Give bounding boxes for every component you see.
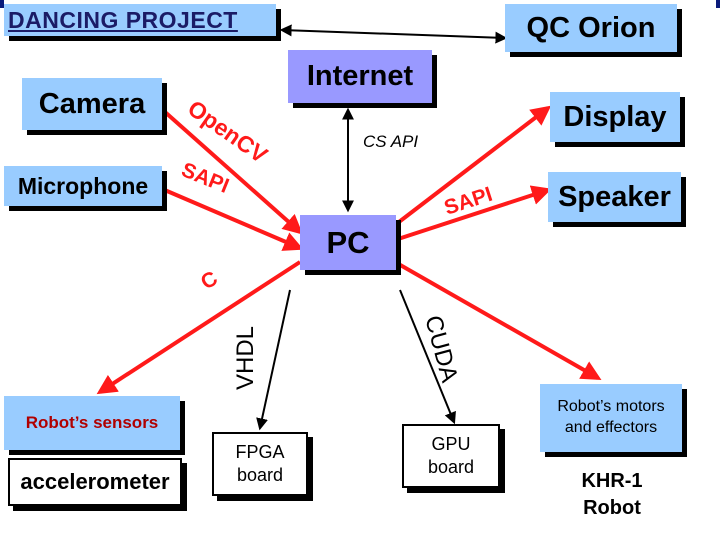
internet-box: Internet <box>288 50 432 103</box>
arrow-microphone-pc <box>159 186 304 251</box>
gpu-board-label: GPU board <box>427 433 475 477</box>
robot-motors-label: Robot’s motors and effectors <box>557 398 665 436</box>
arrow-camera-pc <box>163 110 303 235</box>
edge-label-opencv: OpenCV <box>183 95 273 169</box>
microphone-label: Microphone <box>17 172 149 199</box>
accelerometer-box: accelerometer <box>8 458 182 506</box>
corner-mark-top-left <box>0 0 4 8</box>
arrow-pc-speaker <box>394 185 552 242</box>
arrow-dancing-to-qc <box>279 24 508 44</box>
display-label: Display <box>563 100 667 133</box>
arrow-pc-gpu <box>399 289 456 425</box>
arrow-pc-fpga <box>256 289 291 431</box>
pc-box: PC <box>300 215 396 270</box>
corner-mark-top-right <box>716 0 720 8</box>
edge-label-c: C <box>197 267 222 295</box>
display-box: Display <box>550 92 680 142</box>
arrow-pc-motors <box>394 260 602 380</box>
camera-box: Camera <box>22 78 162 130</box>
camera-label: Camera <box>38 87 146 120</box>
internet-label: Internet <box>306 60 414 92</box>
arrow-pc-display <box>393 105 552 227</box>
microphone-box: Microphone <box>4 166 162 206</box>
robot-motors-box: Robot’s motors and effectors <box>540 384 682 452</box>
edge-label-vhdl: VHDL <box>232 326 259 390</box>
speaker-label: Speaker <box>558 180 671 213</box>
edge-label-cs-api: CS API <box>363 132 418 151</box>
speaker-box: Speaker <box>548 172 681 222</box>
khr1-robot-label-box: KHR-1 Robot <box>552 466 672 524</box>
qc-orion-label: QC Orion <box>526 11 656 44</box>
fpga-board-label: FPGA board <box>235 441 285 485</box>
robot-sensors-box: Robot’s sensors <box>4 396 180 450</box>
edge-label-cuda: CUDA <box>419 313 463 386</box>
qc-orion-box: QC Orion <box>505 4 677 52</box>
fpga-board-box: FPGA board <box>212 432 308 496</box>
dancing-project-title: DANCING PROJECT <box>8 6 238 33</box>
accelerometer-label: accelerometer <box>20 469 170 494</box>
arrow-pc-sensors <box>96 260 302 395</box>
robot-sensors-label: Robot’s sensors <box>25 413 159 432</box>
dancing-project-box: DANCING PROJECT <box>4 4 276 36</box>
khr1-robot-label: KHR-1 Robot <box>581 470 643 519</box>
gpu-board-box: GPU board <box>402 424 500 488</box>
pc-label: PC <box>326 224 370 260</box>
